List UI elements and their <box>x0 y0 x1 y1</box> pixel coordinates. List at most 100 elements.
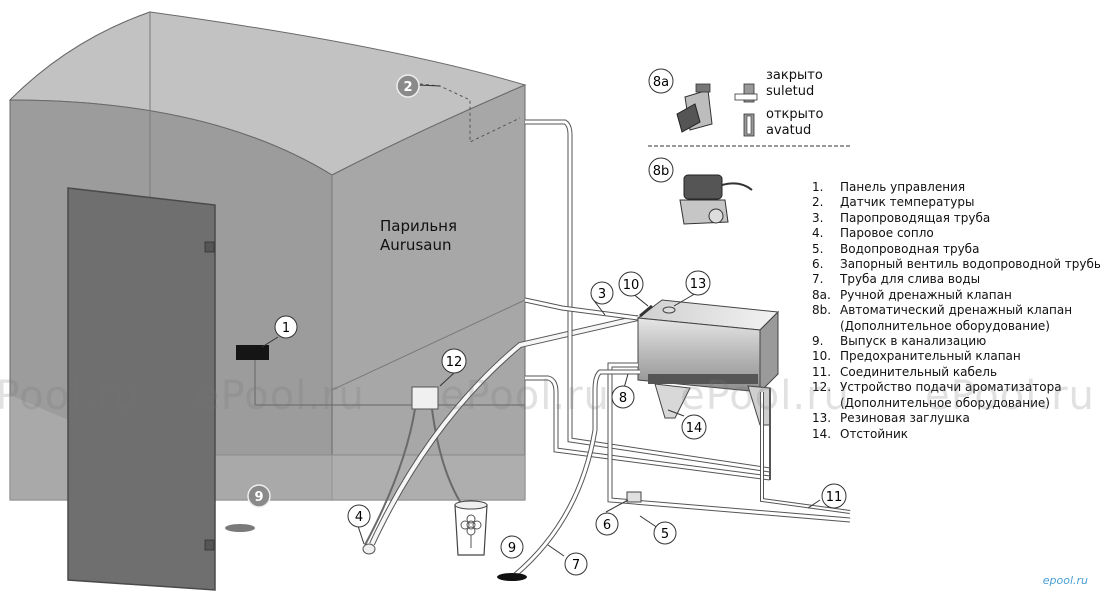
watermark: ePool.ru <box>0 373 140 419</box>
legend-item-text: Соединительный кабель <box>840 364 998 379</box>
legend-item-number: 12. <box>812 380 832 395</box>
legend-item-number: 13. <box>812 411 832 426</box>
legend-item-number: 11. <box>812 364 832 379</box>
callout-14: 14 <box>681 414 707 440</box>
manual-drain-valve <box>676 83 713 133</box>
callout-8b: 8b <box>648 157 674 183</box>
legend-item: 5. Водопроводная труба <box>812 242 1100 257</box>
legend-item: 10.Предохранительный клапан <box>812 349 1100 364</box>
legend-item: 14. Отстойник <box>812 427 1100 442</box>
legend-item: 1. Панель управления <box>812 180 1100 195</box>
legend-list: 1. Панель управления 2. Датчик температуры 3… <box>812 180 1100 442</box>
steam-nozzle <box>362 543 376 555</box>
svg-text:8a: 8a <box>653 75 669 90</box>
watermark: ePool.ru <box>440 373 610 419</box>
watermark: ePool.ru <box>195 373 365 419</box>
control-panel <box>236 345 269 360</box>
svg-text:11: 11 <box>826 490 843 505</box>
svg-text:13: 13 <box>690 277 707 292</box>
callout-1: 1 <box>274 315 298 339</box>
legend-item-number: 2. <box>812 195 824 210</box>
callout-5: 5 <box>653 521 677 545</box>
callout-3: 3 <box>590 281 614 305</box>
legend-item-text: Выпуск в канализацию <box>840 334 987 349</box>
legend-item-text: Предохранительный клапан <box>840 349 1021 364</box>
svg-text:8b: 8b <box>653 164 670 179</box>
legend-item: 8a. Ручной дренажный клапан <box>812 288 1100 303</box>
watermark: ePool.ru <box>925 373 1095 419</box>
callout-11: 11 <box>821 483 847 509</box>
legend-item: 6. Запорный вентиль водопроводной трубы <box>812 257 1100 272</box>
legend-item-number: 5. <box>812 241 824 256</box>
legend-item-number: 8a. <box>812 287 831 302</box>
floor-drain-inside <box>225 524 255 532</box>
legend-item-text: Резиновая заглушка <box>840 411 970 426</box>
svg-text:9: 9 <box>508 541 516 556</box>
callout-9-outside: 9 <box>500 535 524 559</box>
legend-item: 4. Паровое сопло <box>812 226 1100 241</box>
legend-item: 13. Резиновая заглушка <box>812 411 1100 426</box>
legend-item-number: 6. <box>812 257 824 272</box>
closed-label-ru: закрыто <box>766 68 823 83</box>
safety-valve <box>639 304 653 318</box>
valve-state-open: открыто avatud <box>766 107 823 139</box>
legend-item-number: 14. <box>812 426 832 441</box>
rubber-plug <box>662 306 676 314</box>
legend-item-number: 7. <box>812 272 824 287</box>
svg-text:8: 8 <box>619 391 627 406</box>
legend-item-text: Устройство подачи ароматизатора <box>840 380 1062 395</box>
svg-text:5: 5 <box>661 527 669 542</box>
door-hinge-top <box>204 241 215 253</box>
room-right-wall <box>331 84 526 501</box>
shutoff-valve <box>626 491 642 503</box>
room-subtitle: Aurusaun <box>380 236 451 254</box>
logo: epool.ru <box>1042 574 1088 587</box>
legend-item: 2. Датчик температуры <box>812 195 1100 210</box>
legend-item-number: 4. <box>812 226 824 241</box>
svg-text:6: 6 <box>603 518 611 533</box>
legend-item-text: Ручной дренажный клапан <box>840 287 1012 302</box>
legend-item-text: Водопроводная труба <box>840 241 980 256</box>
glass-door <box>67 187 216 591</box>
open-label-ru: открыто <box>766 107 824 122</box>
legend-item-text: Труба для слива воды <box>840 272 981 287</box>
svg-text:10: 10 <box>623 278 640 293</box>
legend-item: 12. Устройство подачи ароматизатора <box>812 380 1100 395</box>
callout-4: 4 <box>347 504 371 528</box>
svg-text:7: 7 <box>572 558 580 573</box>
svg-text:9: 9 <box>254 490 263 505</box>
svg-text:1: 1 <box>282 321 290 336</box>
legend-item-text: Датчик температуры <box>840 195 975 210</box>
callout-8: 8 <box>611 385 635 409</box>
callout-2: 2 <box>396 74 420 98</box>
legend-item-text: Паровое сопло <box>840 226 934 241</box>
svg-text:3: 3 <box>598 287 606 302</box>
closed-label-et: suletud <box>766 84 815 99</box>
legend-item-text: Панель управления <box>840 180 966 194</box>
steam-generator <box>636 299 780 480</box>
legend-item-number: 9. <box>812 334 824 349</box>
legend-item: 11. Соединительный кабель <box>812 365 1100 380</box>
door-hinge-bottom <box>204 539 215 551</box>
callout-8a: 8a <box>648 68 674 94</box>
open-label-et: avatud <box>766 123 812 138</box>
callout-7: 7 <box>564 552 588 576</box>
callout-6: 6 <box>595 512 619 536</box>
callout-13: 13 <box>685 270 711 296</box>
svg-text:14: 14 <box>686 421 703 436</box>
callout-10: 10 <box>618 271 644 297</box>
legend-item-number: 3. <box>812 210 824 225</box>
callout-9-inside: 9 <box>247 484 271 508</box>
flower-icon <box>460 514 482 548</box>
legend-item: 8b.Автоматический дренажный клапан <box>812 303 1100 318</box>
floor-drain-outside <box>497 573 527 581</box>
legend-note-text: (Дополнительное оборудование) <box>840 318 1050 333</box>
legend-item-text: Отстойник <box>840 426 909 441</box>
watermark: ePool.ru <box>680 373 850 419</box>
legend-item-text: Запорный вентиль водопроводной трубы <box>840 257 1100 272</box>
legend-item-number: 1. <box>812 180 824 194</box>
valve-handle-open-icon <box>743 113 755 137</box>
legend-item-text: Паропроводящая труба <box>840 210 991 225</box>
legend-item-note: (Дополнительное оборудование) <box>812 319 1100 334</box>
